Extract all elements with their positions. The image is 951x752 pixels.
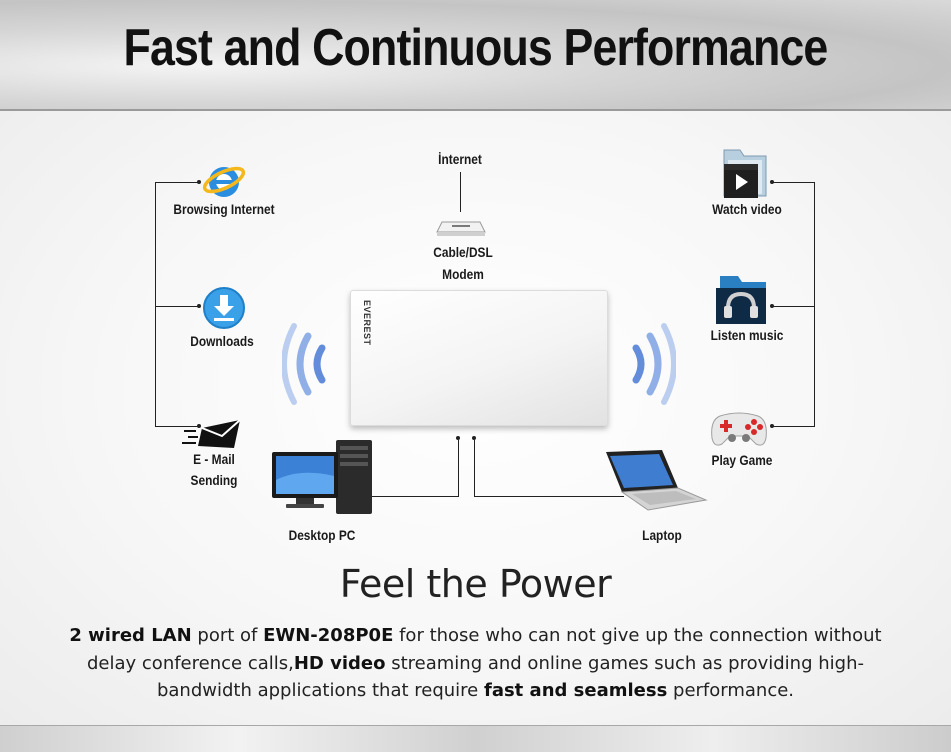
- connector-dot: [197, 180, 201, 184]
- right-connector-music: [772, 306, 815, 307]
- right-connector-game: [772, 426, 815, 427]
- router-brand-logo: EVEREST: [362, 300, 372, 346]
- desc-text: performance.: [667, 680, 795, 701]
- desktop-wire-horizontal: [368, 496, 459, 497]
- left-bracket-vertical: [155, 182, 156, 427]
- desktop-pc-icon: [272, 440, 372, 514]
- desc-bold-model: EWN-208P0E: [263, 625, 394, 646]
- modem-label-line1: Cable/DSL: [433, 244, 493, 260]
- downloads-label: Downloads: [190, 333, 254, 349]
- port-dot: [472, 436, 476, 440]
- laptop-label: Laptop: [642, 527, 682, 543]
- port-dot: [456, 436, 460, 440]
- email-label-line1: E - Mail: [193, 451, 235, 467]
- description-paragraph: 2 wired LAN port of EWN-208P0E for those…: [60, 622, 891, 705]
- header-banner: [0, 0, 951, 110]
- desktop-pc-label: Desktop PC: [288, 527, 356, 543]
- gamepad-icon: [711, 412, 767, 446]
- desc-bold-lan: 2 wired LAN: [69, 625, 192, 646]
- desc-text: for those who can not give up the connec…: [87, 625, 882, 674]
- play-game-label: Play Game: [711, 452, 773, 468]
- laptop-wire-vertical: [474, 440, 475, 497]
- desc-text: port of: [191, 625, 264, 646]
- email-label-line2: Sending: [190, 472, 238, 488]
- internet-label: İnternet: [438, 151, 482, 167]
- left-connector-downloads: [155, 306, 199, 307]
- download-icon: [203, 287, 245, 329]
- music-folder-icon: [716, 276, 766, 324]
- connector-dot: [197, 304, 201, 308]
- connector-dot: [770, 304, 774, 308]
- right-connector-video: [772, 182, 815, 183]
- header-divider: [0, 109, 951, 111]
- browsing-internet-label: Browsing Internet: [173, 201, 275, 217]
- laptop-wire-horizontal: [474, 496, 624, 497]
- feel-the-power-heading: Feel the Power: [339, 562, 612, 606]
- right-bracket-vertical: [814, 182, 815, 427]
- left-connector-email: [155, 426, 199, 427]
- wifi-waves-left-icon: [282, 323, 326, 405]
- internet-explorer-icon: [202, 166, 246, 197]
- connector-dot: [770, 424, 774, 428]
- desc-bold-fast-seamless: fast and seamless: [483, 680, 668, 701]
- watch-video-label: Watch video: [712, 201, 782, 217]
- connector-dot: [770, 180, 774, 184]
- page-title: Fast and Continuous Performance: [123, 19, 829, 77]
- desktop-wire-vertical: [458, 440, 459, 497]
- modem-label-line2: Modem: [442, 266, 484, 282]
- laptop-icon: [606, 450, 708, 511]
- desc-bold-hd-video: HD video: [293, 652, 386, 674]
- desc-text: streaming and online games such as provi…: [156, 652, 864, 702]
- wifi-waves-right-icon: [632, 323, 676, 405]
- modem-icon: [436, 221, 486, 236]
- connector-dot: [197, 424, 201, 428]
- footer-bar: [0, 725, 951, 752]
- listen-music-label: Listen music: [710, 327, 784, 343]
- mail-icon: [182, 419, 241, 448]
- left-connector-browsing: [155, 182, 199, 183]
- router-device: [350, 290, 608, 426]
- internet-connector: [460, 172, 461, 212]
- video-folder-icon: [723, 149, 767, 198]
